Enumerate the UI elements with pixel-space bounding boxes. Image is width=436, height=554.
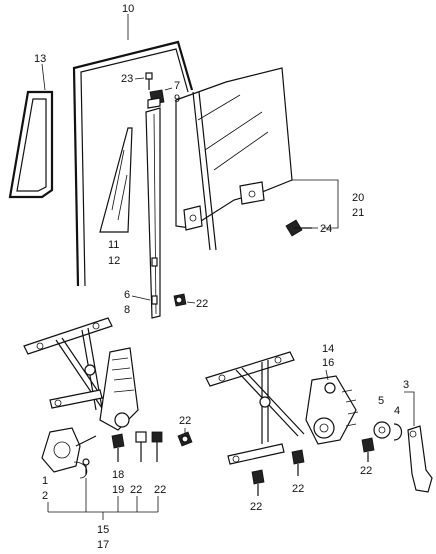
leader-6 [131, 295, 151, 301]
label-7: 7 [174, 80, 180, 92]
label-19: 19 [112, 484, 124, 496]
label-22-left-b: 22 [154, 484, 166, 496]
label-5: 5 [378, 395, 384, 407]
label-22-channel: 22 [196, 298, 208, 310]
label-24: 24 [320, 223, 332, 235]
bolt-22f [151, 431, 163, 462]
leader-20 [292, 179, 339, 229]
label-22-bottom-b: 22 [292, 483, 304, 495]
leader-13 [41, 63, 46, 91]
label-22-right: 22 [360, 465, 372, 477]
door-glass-20 [175, 67, 293, 231]
window-regulator-left [23, 317, 139, 431]
label-4: 4 [394, 405, 400, 417]
label-22-left-top: 22 [179, 415, 191, 427]
label-22-left-a: 22 [130, 484, 142, 496]
division-channel-6 [145, 107, 161, 319]
label-16: 16 [322, 357, 334, 369]
clip-4 [393, 423, 403, 441]
label-2: 2 [42, 490, 48, 502]
label-8: 8 [124, 304, 130, 316]
label-6: 6 [124, 289, 130, 301]
bolt-22h [291, 449, 305, 476]
leader-3 [404, 391, 415, 426]
label-15: 15 [97, 524, 109, 536]
clip-7 [147, 89, 165, 109]
label-21: 21 [352, 207, 364, 219]
washer-5 [373, 421, 391, 439]
bolt-22c [361, 437, 375, 462]
leader-23 [134, 77, 145, 80]
small-clip-left [82, 458, 90, 475]
glass-run-channel-10 [72, 40, 217, 287]
label-12: 12 [108, 255, 120, 267]
label-14: 14 [322, 343, 334, 355]
bolt-22e [135, 431, 147, 462]
motor-1 [41, 427, 97, 479]
bolt-22a [173, 293, 187, 307]
clip-18 [111, 433, 125, 462]
label-13: 13 [34, 53, 46, 65]
leader-22a [186, 301, 196, 304]
label-3: 3 [403, 379, 409, 391]
quarter-window-seal-13 [8, 90, 54, 199]
label-17: 17 [97, 539, 109, 551]
quarter-glass-11 [99, 127, 133, 233]
window-handle-3 [407, 425, 433, 493]
label-20: 20 [352, 192, 364, 204]
screw-23 [145, 72, 153, 90]
bolt-22g [251, 469, 265, 496]
leader-7 [164, 87, 173, 91]
label-9: 9 [174, 93, 180, 105]
label-10: 10 [122, 3, 134, 15]
bolt-24 [285, 219, 312, 237]
label-18: 18 [112, 469, 124, 481]
label-11: 11 [108, 239, 119, 251]
leader-14 [325, 369, 329, 381]
window-regulator-right [205, 351, 359, 465]
bolt-22b [177, 431, 193, 447]
label-23: 23 [121, 73, 133, 85]
label-22-bottom-a: 22 [250, 501, 262, 513]
label-1: 1 [42, 475, 48, 487]
